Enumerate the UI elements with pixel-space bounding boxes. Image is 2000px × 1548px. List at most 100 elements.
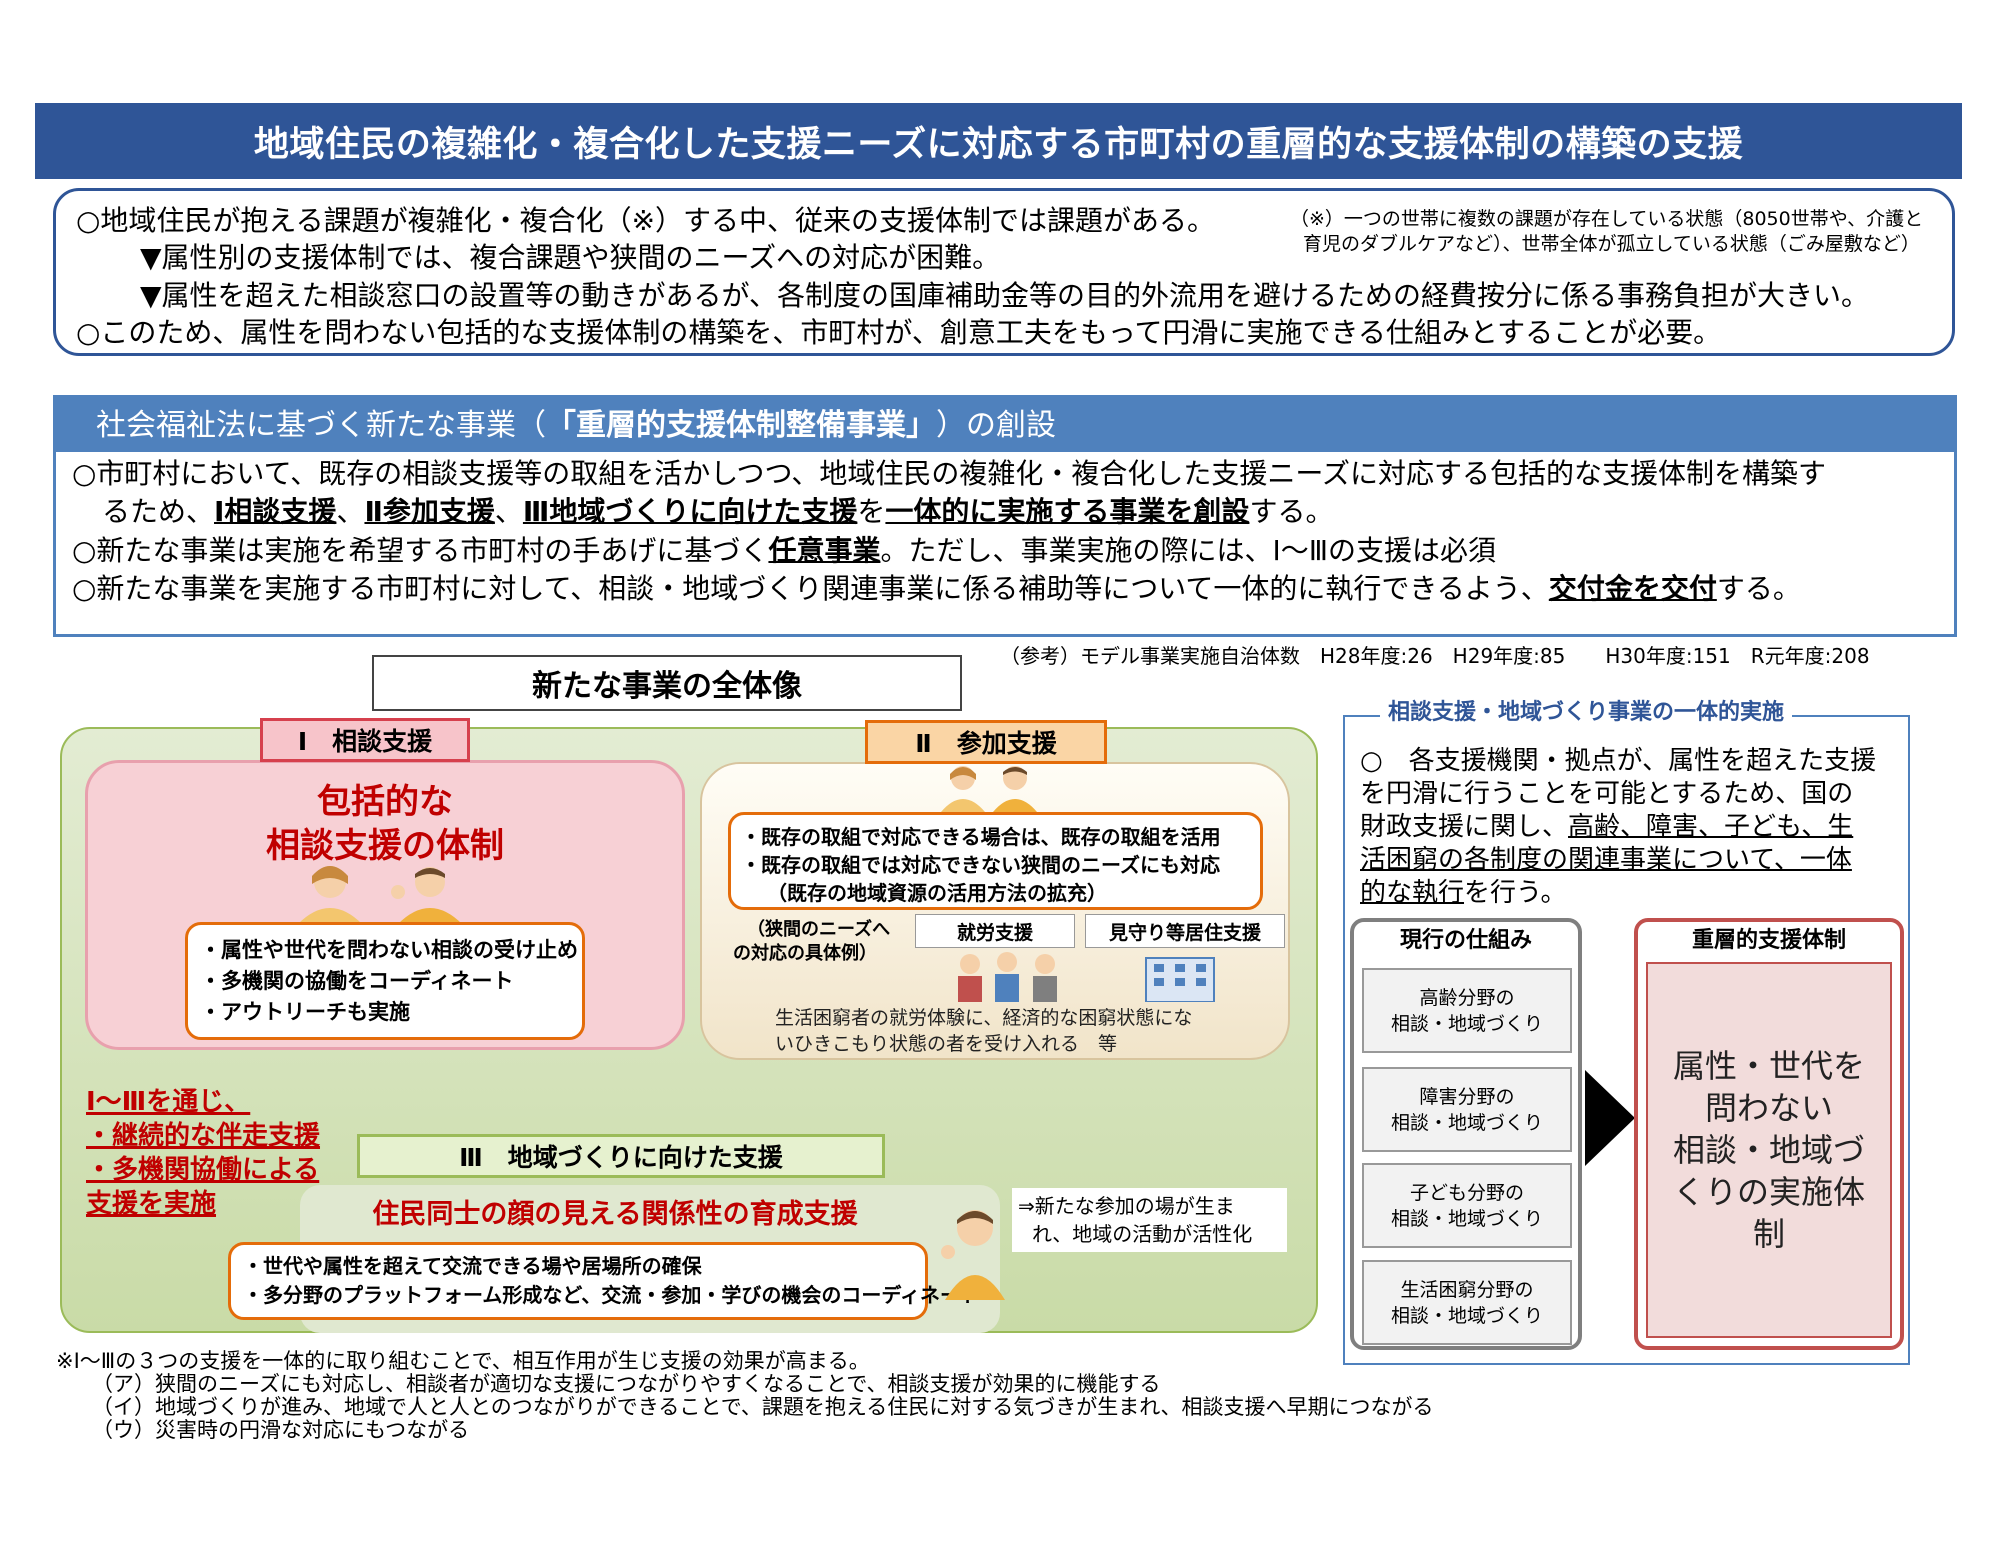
emph-fields-cont: 活困窮の各制度の関連事業について、一体 <box>1360 845 1852 875</box>
issue-footnote-2: 育児のダブルケアなど）、世帯全体が孤立している状態（ごみ屋敷など） <box>1303 233 1920 255</box>
footnote-1: ※Ⅰ～Ⅲの３つの支援を一体的に取り組むことで、相互作用が生じ支援の効果が高まる。 <box>56 1349 870 1373</box>
emph-fields: 高齢、障害、子ども、生 <box>1568 812 1854 842</box>
multilayer-system-content: 属性・世代を 問わない 相談・地域づ くりの実施体 制 <box>1646 962 1892 1338</box>
sec1-item-1: ・属性や世代を問わない相談の受け止め <box>200 938 578 962</box>
resident-icon <box>941 1210 1005 1300</box>
text-span: 、 <box>494 495 523 528</box>
through-line-1: Ⅰ～Ⅲを通じ、 <box>86 1087 251 1117</box>
field-sublabel: 相談・地域づくり <box>1390 1111 1543 1134</box>
sec3-note-line1: ⇒新たな参加の場が生ま <box>1018 1194 1235 1218</box>
workers-icon <box>958 952 1057 1002</box>
field-label: 高齢分野の <box>1419 986 1515 1009</box>
through-line-2: ・継続的な伴走支援 <box>86 1121 321 1151</box>
sec1-heading-line1: 包括的な <box>317 782 453 822</box>
through-line-4: 支援を実施 <box>86 1189 217 1219</box>
multi-line-3: 相談・地域づ <box>1672 1131 1865 1169</box>
header-prefix: 社会福祉法に基づく新たな事業（ <box>96 408 546 443</box>
sec2-example-line1: （狭間のニーズへ <box>747 919 891 940</box>
people-consult-icon <box>298 866 462 924</box>
text-span: るため、 <box>102 495 215 528</box>
newbiz-p2: ○新たな事業は実施を希望する市町村の手あげに基づく任意事業。ただし、事業実施の際… <box>72 533 1496 569</box>
sec3-item-2: ・多分野のプラットフォーム形成など、交流・参加・学びの機会のコーディネート <box>243 1283 980 1307</box>
issue-line-4: ○このため、属性を問わない包括的な支援体制の構築を、市町村が、創意工夫をもって円… <box>76 316 1722 349</box>
sec3-item-1: ・世代や属性を超えて交流できる場や居場所の確保 <box>243 1254 702 1278</box>
header-suffix: ）の創設 <box>936 408 1056 443</box>
sec3-note: ⇒新たな参加の場が生ま れ、地域の活動が活性化 <box>1012 1188 1287 1252</box>
integrated-line-4: 活困窮の各制度の関連事業について、一体 <box>1360 844 1900 877</box>
overall-title: 新たな事業の全体像 <box>372 655 962 711</box>
integrated-line-1: ○ 各支援機関・拠点が、属性を超えた支援 <box>1360 746 1877 776</box>
sec2-description: 生活困窮者の就労体験に、経済的な困窮状態にな いひきこもり状態の者を受け入れる … <box>775 1005 1192 1057</box>
sec1-list: ・属性や世代を問わない相談の受け止め ・多機関の協働をコーディネート ・アウトリ… <box>185 922 585 1040</box>
sec3-label: Ⅲ 地域づくりに向けた支援 <box>357 1134 885 1178</box>
title-bar <box>35 103 1962 179</box>
field-children: 子ども分野の 相談・地域づくり <box>1362 1163 1572 1248</box>
sec2-example-line2: の対応の具体例） <box>733 943 877 964</box>
sec1-heading-line2: 相談支援の体制 <box>266 826 504 866</box>
field-sublabel: 相談・地域づくり <box>1390 1304 1543 1327</box>
sec1-label: Ⅰ 相談支援 <box>260 718 470 762</box>
text-span: を行う。 <box>1464 878 1567 908</box>
sec3-note-line2: れ、地域の活動が活性化 <box>1032 1222 1253 1246</box>
people-participation-icon <box>941 766 1037 812</box>
sec2-example-label: （狭間のニーズへ の対応の具体例） <box>733 918 890 966</box>
footnotes: ※Ⅰ～Ⅲの３つの支援を一体的に取り組むことで、相互作用が生じ支援の効果が高まる。… <box>56 1350 1433 1442</box>
integrated-line-5: 的な執行を行う。 <box>1360 877 1900 910</box>
newbiz-p3: ○新たな事業を実施する市町村に対して、相談・地域づくり関連事業に係る補助等につい… <box>72 571 1801 607</box>
field-label: 生活困窮分野の <box>1400 1278 1534 1301</box>
sec1-heading: 包括的な 相談支援の体制 <box>85 780 685 868</box>
reference-counts: （参考）モデル事業実施自治体数 H28年度:26 H29年度:85 H30年度:… <box>1000 644 1870 668</box>
sec1-item-2: ・多機関の協働をコーディネート <box>200 969 514 993</box>
integrated-title: 相談支援・地域づくり事業の一体的実施 <box>1380 694 1793 726</box>
text-span: を <box>857 495 886 528</box>
through-note: Ⅰ～Ⅲを通じ、 ・継続的な伴走支援 ・多機関協働による 支援を実施 <box>86 1085 320 1221</box>
field-sublabel: 相談・地域づくり <box>1390 1207 1543 1230</box>
field-label: 障害分野の <box>1419 1085 1515 1108</box>
integrated-body: ○ 各支援機関・拠点が、属性を超えた支援 を円滑に行うことを可能とするため、国の… <box>1360 745 1900 910</box>
integrated-line-2: を円滑に行うことを可能とするため、国の <box>1360 779 1854 809</box>
field-elderly: 高齢分野の 相談・地域づくり <box>1362 968 1572 1053</box>
text-span: 。ただし、事業実施の際には、Ⅰ～Ⅲの支援は必須 <box>880 534 1497 567</box>
text-span: する。 <box>1249 495 1334 528</box>
text-span: ○新たな事業は実施を希望する市町村の手あげに基づく <box>72 534 769 567</box>
text-span: ○新たな事業を実施する市町村に対して、相談・地域づくり関連事業に係る補助等につい… <box>72 572 1549 605</box>
issues-box <box>53 188 1955 356</box>
emph-chiiki: Ⅲ地域づくりに向けた支援 <box>522 495 858 528</box>
housing-icon <box>1145 957 1215 1002</box>
through-line-3: ・多機関協働による <box>86 1155 320 1185</box>
multi-line-4: くりの実施体 <box>1672 1173 1865 1211</box>
new-business-header <box>53 395 1957 449</box>
emph-sanka: Ⅱ参加支援 <box>364 495 495 528</box>
field-disability: 障害分野の 相談・地域づくり <box>1362 1067 1572 1152</box>
multi-line-2: 問わない <box>1704 1089 1833 1127</box>
new-business-header-text: 社会福祉法に基づく新たな事業（「重層的支援体制整備事業」）の創設 <box>96 395 1056 449</box>
sec2-item-2: ・既存の取組では対応できない狭間のニーズにも対応 <box>741 853 1220 877</box>
emph-ittai: 一体的に実施する事業を創設 <box>885 495 1250 528</box>
sec3-list: ・世代や属性を超えて交流できる場や居場所の確保 ・多分野のプラットフォーム形成な… <box>228 1242 980 1320</box>
sec1-item-3: ・アウトリーチも実施 <box>200 1000 410 1024</box>
integrated-line-3: 財政支援に関し、高齢、障害、子ども、生 <box>1360 811 1900 844</box>
newbiz-p1-line1: ○市町村において、既存の相談支援等の取組を活かしつつ、地域住民の複雑化・複合化し… <box>72 457 1826 490</box>
emph-nini: 任意事業 <box>768 534 881 567</box>
multilayer-system-title: 重層的支援体制 <box>1691 928 1846 953</box>
multi-line-5: 制 <box>1752 1215 1785 1253</box>
issue-line-2: ▼属性別の支援体制では、複合課題や狭間のニーズへの対応が困難。 <box>140 241 1001 274</box>
emph-sodan: Ⅰ相談支援 <box>214 495 337 528</box>
footnote-4: （ウ）災害時の円滑な対応にもつながる <box>92 1418 470 1442</box>
text-span: 財政支援に関し、 <box>1360 812 1569 842</box>
newbiz-p1-line2: るため、Ⅰ相談支援、Ⅱ参加支援、Ⅲ地域づくりに向けた支援を一体的に実施する事業を… <box>102 494 1333 530</box>
footnote-2: （ア）狭間のニーズにも対応し、相談者が適切な支援につながりやすくなることで、相談… <box>92 1372 1161 1396</box>
text-span: 、 <box>336 495 365 528</box>
page-title: 地域住民の複雑化・複合化した支援ニーズに対応する市町村の重層的な支援体制の構築の… <box>253 124 1744 165</box>
issue-footnote-1: （※）一つの世帯に複数の課題が存在している状態（8050世帯や、介護と <box>1290 208 1924 230</box>
issue-line-1: ○地域住民が抱える課題が複雑化・複合化（※）する中、従来の支援体制では課題がある… <box>76 204 1216 237</box>
header-bold: 「重層的支援体制整備事業」 <box>546 408 936 443</box>
tag-work-support: 就労支援 <box>915 914 1075 948</box>
multi-line-1: 属性・世代を <box>1672 1047 1865 1085</box>
current-system-title: 現行の仕組み <box>1399 928 1532 953</box>
sec3-heading: 住民同士の顔の見える関係性の育成支援 <box>372 1199 858 1230</box>
field-poverty: 生活困窮分野の 相談・地域づくり <box>1362 1260 1572 1345</box>
sec2-label: Ⅱ 参加支援 <box>865 720 1107 764</box>
field-sublabel: 相談・地域づくり <box>1390 1012 1543 1035</box>
emph-execution: 的な執行 <box>1360 878 1465 908</box>
